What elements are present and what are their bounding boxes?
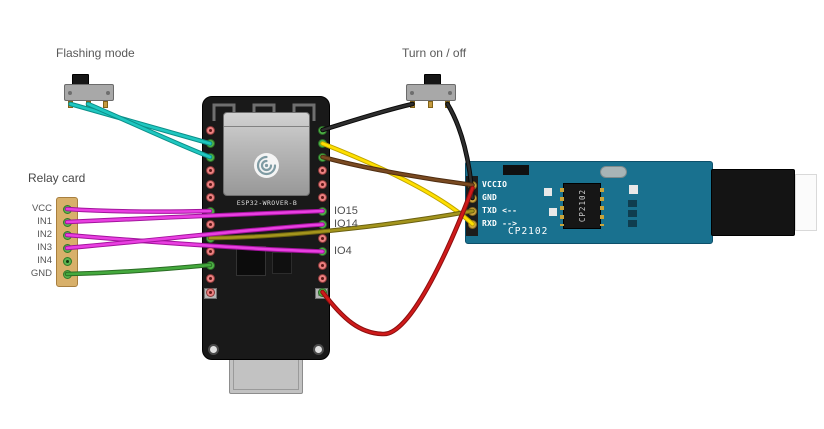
wire-cyan-flash-a[interactable]	[68, 101, 213, 146]
cp2102-ic: CP2102	[560, 183, 604, 229]
turn-on-off-label: Turn on / off	[402, 46, 467, 60]
mounting-hole	[208, 344, 219, 355]
esp32-right-pin-0[interactable]	[318, 125, 327, 135]
turn-on-off-switch[interactable]	[406, 74, 456, 108]
wire-magenta-vcc[interactable]	[65, 207, 212, 213]
esp32-left-pin-9[interactable]	[205, 247, 215, 256]
cp2102-label-txd: TXD <--	[482, 206, 518, 215]
switch-pin[interactable]	[103, 101, 108, 108]
esp32-module-label: ESP32-WROVER-B	[236, 199, 298, 207]
wire-brown-vccio[interactable]	[320, 154, 475, 188]
cp2102-jumper-pad	[503, 165, 529, 175]
relay-pin-4[interactable]	[62, 256, 72, 266]
relay-pin-label-in1: IN1	[37, 216, 52, 227]
switch-pin[interactable]	[410, 101, 415, 108]
relay-pin-label-vcc: VCC	[31, 203, 52, 214]
smd-capacitor	[628, 210, 637, 217]
esp32-left-pin-7[interactable]	[205, 220, 215, 229]
relay-pin-5[interactable]	[62, 269, 72, 279]
esp32-left-pin-8[interactable]	[205, 233, 215, 243]
relay-pin-label-in2: IN2	[37, 229, 52, 240]
esp32-right-pin-11[interactable]	[318, 274, 327, 283]
esp32-left-pin-2[interactable]	[205, 152, 215, 162]
wire-black-en-switch[interactable]	[321, 102, 414, 132]
esp32-right-pin-12[interactable]	[318, 287, 327, 297]
esp32-left-pin-6[interactable]	[205, 206, 215, 216]
esp32-right-pin-9[interactable]	[318, 247, 327, 256]
relay-pin-0[interactable]	[62, 204, 72, 214]
switch-pin[interactable]	[427, 101, 433, 108]
wire-cyan-flash-b[interactable]	[86, 102, 212, 159]
wire-cyan-flash-b[interactable]	[85, 101, 213, 160]
esp32-left-pin-4[interactable]	[205, 179, 215, 189]
wire-brown-vccio[interactable]	[321, 155, 474, 187]
relay-pin-3[interactable]	[62, 243, 72, 253]
relay-pin-1[interactable]	[62, 217, 72, 227]
wire-cyan-flash-a[interactable]	[69, 102, 212, 145]
mounting-hole	[313, 344, 324, 355]
io15-label: IO15	[334, 205, 358, 217]
smd-component	[544, 188, 552, 196]
esp32-left-pin-11[interactable]	[205, 274, 215, 283]
wire-magenta-vcc[interactable]	[64, 206, 213, 214]
esp32-usb-chip	[272, 252, 292, 274]
io14-label: IO14	[334, 218, 358, 230]
esp32-left-pin-3[interactable]	[205, 166, 215, 175]
esp32-right-pin-10[interactable]	[318, 260, 327, 270]
flashing-mode-label: Flashing mode	[56, 46, 135, 60]
esp32-right-pin-5[interactable]	[318, 193, 327, 202]
esp32-left-pin-12[interactable]	[205, 287, 215, 297]
cp2102-pin-3[interactable]	[468, 219, 477, 229]
espressif-logo-icon	[254, 153, 279, 178]
flashing-mode-switch[interactable]	[64, 74, 114, 108]
relay-pin-label-in4: IN4	[37, 255, 52, 266]
switch-body	[64, 84, 114, 101]
cp2102-pin-0[interactable]	[468, 180, 477, 190]
cp2102-pin-2[interactable]	[468, 206, 477, 216]
usb-plug-tongue	[795, 174, 817, 231]
cp2102-pin-1[interactable]	[468, 193, 477, 203]
cp2102-ic-label: CP2102	[577, 189, 587, 223]
esp32-right-pin-1[interactable]	[318, 139, 327, 148]
switch-pin[interactable]	[68, 101, 73, 108]
smd-component	[549, 208, 557, 216]
esp32-antenna	[212, 103, 316, 121]
wire-black-en-switch[interactable]	[320, 101, 415, 133]
relay-pin-label-gnd: GND	[30, 268, 52, 279]
smd-capacitor	[628, 200, 637, 207]
esp32-chip	[236, 246, 266, 276]
wire-green-gnd[interactable]	[65, 263, 212, 276]
switch-pin[interactable]	[445, 101, 450, 108]
cp2102-label-gnd: GND	[482, 193, 498, 202]
cp2102-label-rxd: RXD -->	[482, 219, 518, 228]
cp2102-crystal	[600, 166, 627, 178]
esp32-left-pin-10[interactable]	[205, 260, 215, 270]
esp32-right-pin-4[interactable]	[318, 179, 327, 189]
usb-plug	[711, 169, 795, 236]
switch-pin[interactable]	[85, 101, 91, 108]
relay-pin-2[interactable]	[62, 230, 72, 240]
esp32-right-pin-3[interactable]	[318, 166, 327, 175]
esp32-right-pin-8[interactable]	[318, 233, 327, 243]
esp32-right-pin-6[interactable]	[318, 206, 327, 216]
esp32-left-pin-5[interactable]	[205, 193, 215, 202]
relay-pin-label-in3: IN3	[37, 242, 52, 253]
cp2102-label-vccio: VCCIO	[482, 180, 508, 189]
esp32-left-pin-0[interactable]	[205, 125, 215, 135]
wire-green-gnd[interactable]	[64, 262, 213, 277]
cp2102-silkscreen-label: CP2102	[508, 226, 549, 237]
switch-body	[406, 84, 456, 101]
io4-label: IO4	[334, 245, 352, 257]
relay-card-label: Relay card	[28, 171, 86, 185]
smd-component	[629, 185, 638, 194]
smd-capacitor	[628, 220, 637, 227]
esp32-left-pin-1[interactable]	[205, 139, 215, 148]
esp32-right-pin-2[interactable]	[318, 152, 327, 162]
esp32-right-pin-7[interactable]	[318, 220, 327, 229]
